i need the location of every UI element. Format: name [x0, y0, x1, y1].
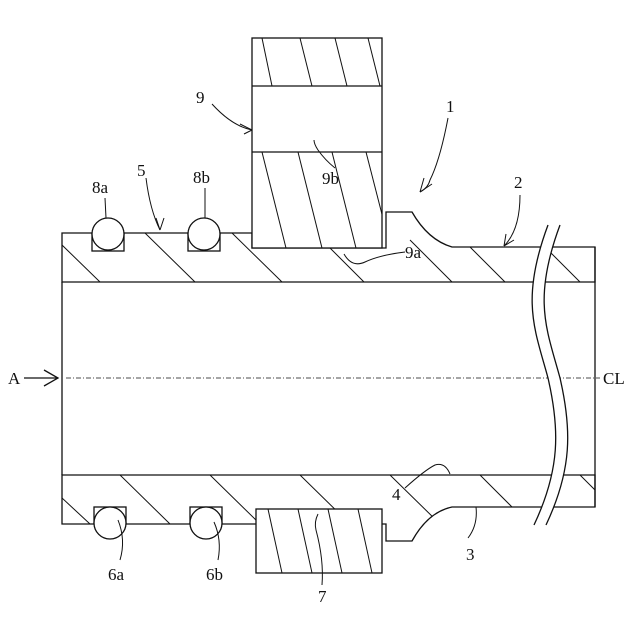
gear-9 [252, 38, 386, 248]
label-7: 7 [318, 587, 327, 606]
label-9a: 9a [405, 243, 422, 262]
arrow-a [24, 370, 58, 386]
label-cl: CL [603, 369, 625, 388]
label-4: 4 [392, 485, 401, 504]
label-2: 2 [514, 173, 523, 192]
label-9b: 9b [322, 169, 339, 188]
label-1: 1 [446, 97, 455, 116]
o-ring-8a [92, 218, 124, 251]
o-ring-6a [94, 507, 126, 539]
o-ring-6b [190, 507, 222, 539]
label-9: 9 [196, 88, 205, 107]
o-ring-8b [188, 218, 220, 251]
label-3: 3 [466, 545, 475, 564]
label-6a: 6a [108, 565, 125, 584]
label-5: 5 [137, 161, 146, 180]
label-a: A [8, 369, 21, 388]
label-6b: 6b [206, 565, 223, 584]
label-8a: 8a [92, 178, 109, 197]
label-8b: 8b [193, 168, 210, 187]
